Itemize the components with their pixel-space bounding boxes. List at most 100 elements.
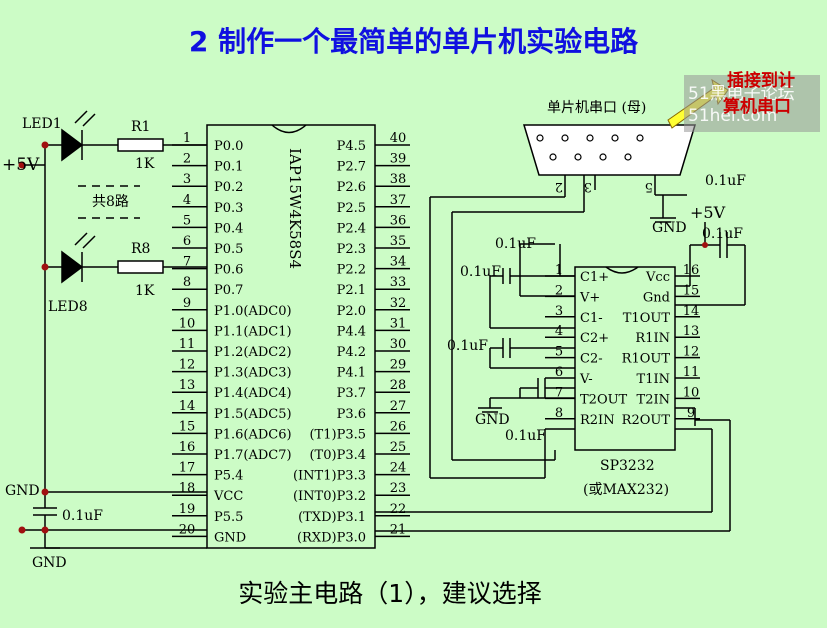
mcu-left-pin-label: P0.4 xyxy=(214,221,243,236)
mcu-right-pin-number: 40 xyxy=(390,131,407,146)
mcu-left-pin-number: 8 xyxy=(183,275,191,290)
mcu-body xyxy=(206,124,376,549)
cap-label-2: 0.1uF xyxy=(460,264,501,280)
sp-left-pin-number: 6 xyxy=(555,365,563,380)
sp-left-pin-label: C1- xyxy=(580,311,603,326)
cap-label-4: 0.1uF xyxy=(505,428,546,444)
mcu-right-pin-label: P4.5 xyxy=(337,139,366,154)
mcu-left-pin-number: 2 xyxy=(183,152,191,167)
mcu-left-pin-label: VCC xyxy=(213,489,243,504)
sp3232-name: SP3232 xyxy=(600,458,655,474)
sp-right-pin-number: 14 xyxy=(683,304,700,319)
mcu-right-pin-number: 25 xyxy=(390,440,407,455)
note-line-1: 插接到计 xyxy=(727,71,795,91)
mcu-left-pin-label: P1.3(ADC3) xyxy=(214,366,292,381)
mcu-left-pin-label: P0.2 xyxy=(214,180,243,195)
sp-left-pin-label: T2OUT xyxy=(580,392,628,407)
cap-label-1: 0.1uF xyxy=(495,236,536,252)
mcu-right-pin-label: (TXD)P3.1 xyxy=(298,510,366,525)
sp-right-pin-label: R1OUT xyxy=(622,352,671,367)
mcu-name: IAP15W4K58S4 xyxy=(286,148,304,269)
mcu-right-pin-number: 28 xyxy=(390,378,407,393)
sp-left-pin-label: V+ xyxy=(579,290,600,305)
serial-cap-label: 0.1uF xyxy=(705,173,746,189)
mcu-right-pin-label: (INT0)P3.2 xyxy=(293,489,366,504)
mcu-right-pin-number: 26 xyxy=(390,419,407,434)
slide-title: 2 制作一个最简单的单片机实验电路 xyxy=(188,25,639,58)
mcu-right-pin-label: (T0)P3.4 xyxy=(309,448,366,463)
supply-label: +5V xyxy=(2,155,40,175)
sp-left-pin-number: 7 xyxy=(555,385,563,400)
sp-right-pin-label: T1OUT xyxy=(623,311,671,326)
mcu-left-pin-number: 7 xyxy=(183,255,191,270)
mcu-right-pin-label: P3.6 xyxy=(337,407,366,422)
mcu-right-pin-number: 37 xyxy=(390,193,407,208)
db9-connector xyxy=(522,124,697,176)
mcu-left-pin-label: P1.4(ADC4) xyxy=(214,386,292,401)
mcu-right-pin-label: (INT1)P3.3 xyxy=(293,469,366,484)
mcu-left-pin-label: P0.3 xyxy=(214,201,243,216)
mcu-right-pin-number: 21 xyxy=(390,522,407,537)
note-line-2: 算机串口 xyxy=(723,97,791,117)
mcu-left-pin-label: P0.1 xyxy=(214,160,243,175)
r1-label: R1 xyxy=(131,119,150,135)
sp-left-pin-number: 4 xyxy=(555,324,563,339)
sp3232-body xyxy=(574,266,676,451)
sp-gnd-label: GND xyxy=(475,412,510,428)
sp-left-pin-number: 3 xyxy=(555,304,563,319)
db9-pin-2: 2 xyxy=(555,179,563,194)
sp-right-pin-number: 9 xyxy=(687,406,695,421)
gnd-label: GND xyxy=(5,483,40,499)
mcu-left-pin-number: 5 xyxy=(183,213,191,228)
mcu-left-pin-number: 18 xyxy=(179,481,196,496)
vcc-cap-label: 0.1uF xyxy=(62,508,103,524)
mcu-right-pin-label: P4.2 xyxy=(337,345,366,360)
mcu-left-pin-number: 6 xyxy=(183,234,191,249)
r8-resistor xyxy=(117,260,164,274)
sp-left-pin-number: 1 xyxy=(555,263,563,278)
mcu-right-pin-number: 24 xyxy=(390,461,407,476)
mcu-left-pin-label: P5.4 xyxy=(214,469,243,484)
total-label: 共8路 xyxy=(92,194,129,210)
mcu-left-pin-number: 9 xyxy=(183,296,191,311)
mcu-left-pin-label: P1.6(ADC6) xyxy=(214,427,292,442)
mcu-left-pin-number: 17 xyxy=(179,461,196,476)
slide-caption: 实验主电路（1），建议选择 xyxy=(238,579,542,608)
serial-port-label: 单片机串口 (母) xyxy=(547,100,646,116)
mcu-right-pin-number: 30 xyxy=(390,337,407,352)
mcu-left-pin-number: 3 xyxy=(183,172,191,187)
watermark-line-1: 51黑电子论坛 xyxy=(688,84,795,104)
sp-right-pin-label: T2IN xyxy=(637,392,670,407)
mcu-left-pin-label: P1.5(ADC5) xyxy=(214,407,292,422)
gnd-bottom-label: GND xyxy=(32,555,67,571)
sp-right-pin-number: 16 xyxy=(683,263,700,278)
led8-symbol xyxy=(61,250,84,284)
mcu-right-pin-label: P4.4 xyxy=(337,324,366,339)
serial-gnd-label: GND xyxy=(652,220,687,236)
mcu-right-pin-label: P3.7 xyxy=(337,386,366,401)
sp-right-pin-label: R1IN xyxy=(635,331,670,346)
mcu-left-pin-label: P1.2(ADC2) xyxy=(214,345,292,360)
mcu-left-pin-number: 20 xyxy=(179,522,196,537)
cap-label-5: 0.1uF xyxy=(702,226,743,242)
mcu-right-pin-number: 29 xyxy=(390,358,407,373)
mcu-right-pin-label: P2.1 xyxy=(337,283,366,298)
mcu-right-pin-label: P2.5 xyxy=(337,201,366,216)
mcu-left-pin-label: P1.7(ADC7) xyxy=(214,448,292,463)
mcu-right-pin-label: P2.0 xyxy=(337,304,366,319)
sp-left-pin-label: C2- xyxy=(580,352,603,367)
mcu-right-pin-label: (T1)P3.5 xyxy=(309,427,366,442)
mcu-left-pin-label: P1.0(ADC0) xyxy=(214,304,292,319)
mcu-left-pin-number: 16 xyxy=(179,440,196,455)
mcu-right-pin-number: 35 xyxy=(390,234,407,249)
mcu-right-pin-label: P4.1 xyxy=(337,366,366,381)
db9-pin-3: 3 xyxy=(584,179,592,194)
mcu-right-pin-label: P2.7 xyxy=(337,160,366,175)
sp-left-pin-label: C1+ xyxy=(580,270,609,285)
mcu-left-pin-number: 1 xyxy=(183,131,191,146)
sp3232-alt: (或MAX232) xyxy=(583,482,669,498)
mcu-right-pin-number: 32 xyxy=(390,296,407,311)
mcu-left-pin-number: 13 xyxy=(179,378,196,393)
db9-pin-5: 5 xyxy=(645,179,653,194)
